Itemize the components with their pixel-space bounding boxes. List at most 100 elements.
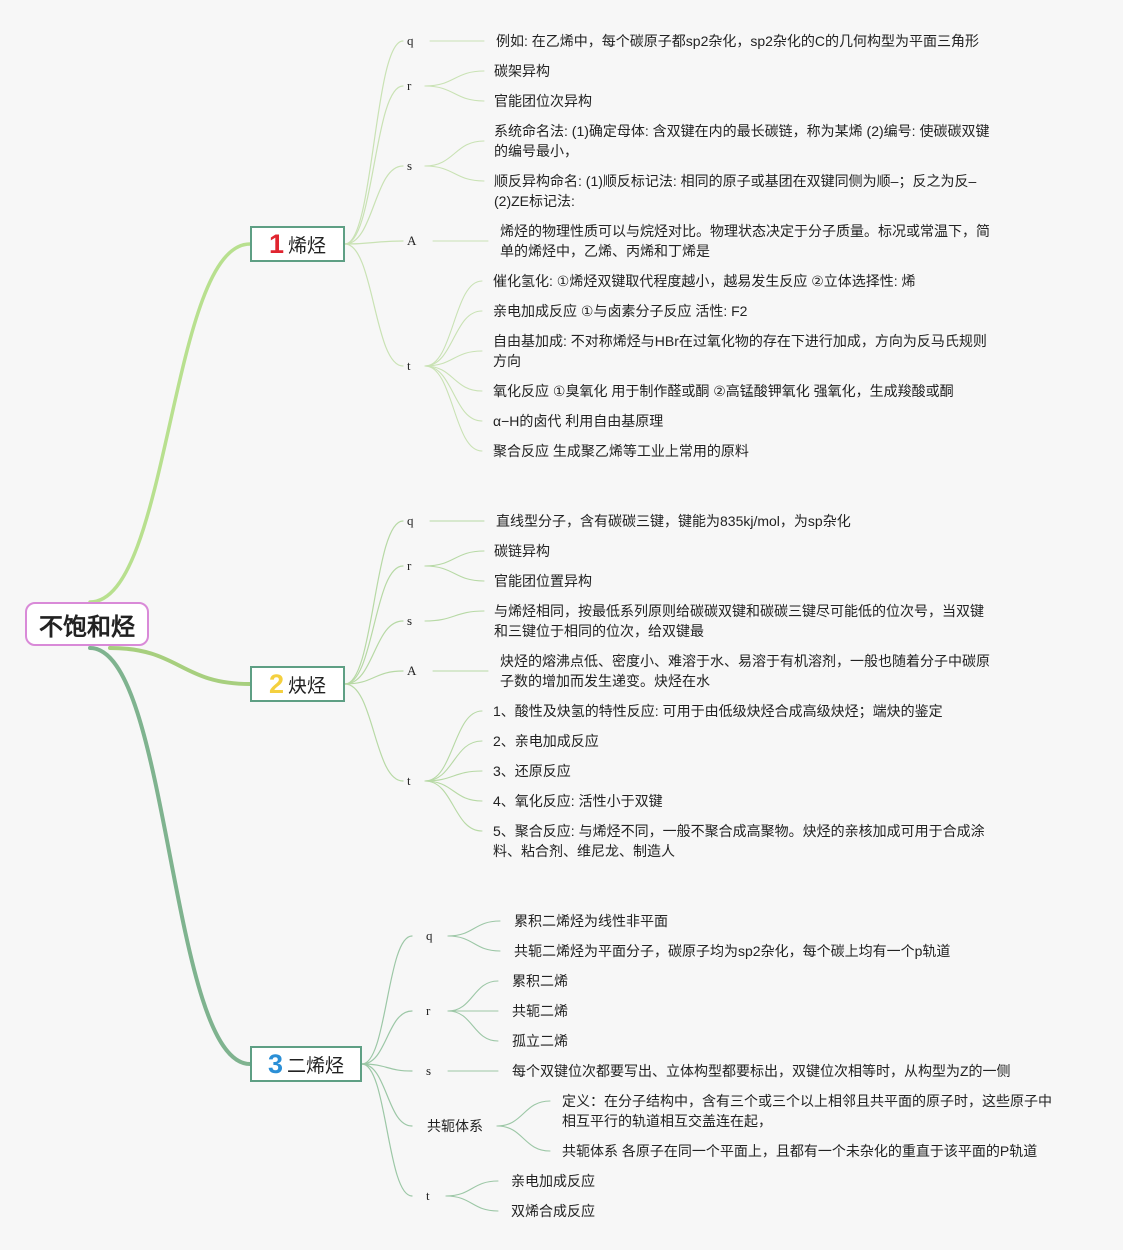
leaf-node[interactable]: 碳链异构 — [494, 543, 550, 559]
branch-diene[interactable]: 3 二烯烃 — [250, 1046, 362, 1082]
leaf-link — [424, 780, 483, 802]
branch-link — [361, 1010, 413, 1065]
root-link — [108, 646, 252, 686]
subtopic-label[interactable]: q — [426, 928, 433, 943]
leaf-node[interactable]: 官能团位次异构 — [494, 93, 592, 109]
subtopic-label[interactable]: 共轭体系 — [427, 1118, 483, 1134]
leaf-node[interactable]: 碳架异构 — [494, 63, 550, 79]
branch-link — [361, 1063, 413, 1197]
subtopic-label[interactable]: t — [407, 358, 411, 373]
leaf-node[interactable]: 亲电加成反应 ①与卤素分子反应 活性: F2 — [493, 303, 748, 319]
leaf-node[interactable]: 共轭二烯 — [512, 1003, 568, 1019]
leaf-link — [447, 935, 501, 952]
leaf-link — [424, 310, 483, 367]
leaf-node[interactable]: 系统命名法: (1)确定母体: 含双键在内的最长碳链，称为某烯 (2)编号: 使… — [494, 123, 990, 159]
leaf-link — [424, 350, 483, 367]
subtopic-label[interactable]: s — [407, 158, 413, 173]
leaf-node[interactable]: 双烯合成反应 — [511, 1203, 595, 1219]
branch-link — [361, 1063, 413, 1072]
branch-link — [344, 243, 404, 367]
leaf-link — [445, 1195, 499, 1212]
branch-alkene[interactable]: 1 烯烃 — [250, 226, 345, 262]
root-topic[interactable]: 不饱和烃 — [25, 602, 149, 646]
leaf-link — [424, 280, 483, 367]
subtopic-label[interactable]: s — [426, 1063, 432, 1078]
leaf-node[interactable]: 2、亲电加成反应 — [493, 733, 599, 749]
leaf-node[interactable]: 定义：在分子结构中，含有三个或三个以上相邻且共平面的原子时，这些原子中相互平行的… — [562, 1093, 1052, 1129]
subtopic-label[interactable]: q — [407, 513, 414, 528]
leaf-link — [424, 740, 483, 782]
branch-link — [344, 620, 404, 685]
leaf-node[interactable]: 官能团位置异构 — [494, 573, 592, 589]
branch-link — [344, 165, 404, 245]
subtopic-label[interactable]: r — [407, 558, 412, 573]
leaf-node[interactable]: 累积二烯烃为线性非平面 — [514, 913, 668, 929]
leaf-link — [424, 85, 485, 102]
leaf-node[interactable]: 共轭体系 各原子在同一个平面上，且都有一个未杂化的重直于该平面的P轨道 — [562, 1143, 1038, 1159]
leaf-link — [447, 1010, 499, 1042]
leaf-link — [424, 70, 485, 87]
branch-title: 二烯烃 — [287, 1055, 345, 1077]
leaf-node[interactable]: α−H的卤代 利用自由基原理 — [493, 413, 664, 429]
branch-title: 炔烃 — [288, 675, 327, 697]
leaf-link — [424, 565, 485, 582]
subtopic-label[interactable]: A — [407, 233, 417, 248]
branch-link — [361, 935, 413, 1065]
leaf-link — [496, 1125, 551, 1152]
subtopic-label[interactable]: t — [426, 1188, 430, 1203]
leaf-link — [447, 920, 501, 937]
leaf-link — [424, 710, 483, 782]
leaf-node[interactable]: 聚合反应 生成聚乙烯等工业上常用的原料 — [493, 443, 749, 459]
branch-number: 1 — [268, 228, 284, 259]
root-link — [88, 646, 252, 1066]
branch-alkyne[interactable]: 2 炔烃 — [250, 666, 345, 702]
leaf-node[interactable]: 5、聚合反应: 与烯烃不同，一般不聚合成高聚物。炔烃的亲核加成可用于合成涂料、粘… — [493, 823, 985, 859]
branch-number: 3 — [267, 1048, 283, 1079]
leaf-node[interactable]: 孤立二烯 — [512, 1033, 568, 1049]
leaf-node[interactable]: 4、氧化反应: 活性小于双键 — [493, 793, 663, 809]
leaf-node[interactable]: 亲电加成反应 — [511, 1173, 595, 1189]
leaf-node[interactable]: 1、酸性及炔氢的特性反应: 可用于由低级炔烃合成高级炔烃；端炔的鉴定 — [493, 703, 943, 719]
leaf-node[interactable]: 自由基加成: 不对称烯烃与HBr在过氧化物的存在下进行加成，方向为反马氏规则方向 — [493, 333, 987, 369]
leaf-node[interactable]: 催化氢化: ①烯烃双键取代程度越小，越易发生反应 ②立体选择性: 烯 — [493, 273, 916, 289]
leaf-node[interactable]: 例如: 在乙烯中，每个碳原子都sp2杂化，sp2杂化的C的几何构型为平面三角形 — [496, 33, 980, 49]
root-link — [88, 242, 252, 604]
leaf-link — [424, 365, 483, 392]
branch-link — [344, 565, 404, 685]
branch-title: 烯烃 — [288, 235, 327, 257]
subtopic-label[interactable]: t — [407, 773, 411, 788]
subtopic-label[interactable]: A — [407, 663, 417, 678]
subtopic-label[interactable]: s — [407, 613, 413, 628]
subtopic-label[interactable]: r — [407, 78, 412, 93]
leaf-node[interactable]: 烯烃的物理性质可以与烷烃对比。物理状态决定于分子质量。标况或常温下，简单的烯烃中… — [500, 223, 990, 259]
branch-link — [361, 1063, 413, 1127]
leaf-link — [496, 1100, 551, 1127]
branch-link — [344, 85, 404, 245]
branch-link — [344, 670, 404, 685]
leaf-node[interactable]: 累积二烯 — [512, 973, 568, 989]
leaf-link — [424, 550, 485, 567]
leaf-node[interactable]: 与烯烃相同，按最低系列原则给碳碳双键和碳碳三键尽可能低的位次号，当双键和三键位于… — [494, 603, 984, 639]
subtopic-label[interactable]: q — [407, 33, 414, 48]
leaf-node[interactable]: 每个双键位次都要写出、立体构型都要标出，双键位次相等时，从构型为Z的一侧 — [512, 1063, 1011, 1079]
leaf-link — [445, 1180, 499, 1197]
leaf-node[interactable]: 氧化反应 ①臭氧化 用于制作醛或酮 ②高锰酸钾氧化 强氧化，生成羧酸或酮 — [493, 383, 954, 399]
leaf-node[interactable]: 3、还原反应 — [493, 763, 571, 779]
leaf-node[interactable]: 共轭二烯烃为平面分子，碳原子均为sp2杂化，每个碳上均有一个p轨道 — [514, 943, 951, 959]
branch-number: 2 — [268, 668, 284, 699]
branch-link — [344, 520, 404, 685]
leaf-link — [424, 365, 483, 452]
leaf-node[interactable]: 直线型分子，含有碳碳三键，键能为835kj/mol，为sp杂化 — [496, 513, 851, 529]
leaf-link — [424, 610, 485, 622]
leaf-node[interactable]: 炔烃的熔沸点低、密度小、难溶于水、易溶于有机溶剂，一般也随着分子中碳原子数的增加… — [500, 653, 990, 689]
branch-link — [344, 683, 404, 782]
leaf-link — [424, 165, 485, 182]
leaf-link — [424, 780, 483, 832]
branch-link — [344, 40, 404, 245]
leaf-link — [424, 365, 483, 422]
branch-link — [344, 240, 404, 245]
leaf-link — [447, 980, 499, 1012]
leaf-node[interactable]: 顺反异构命名: (1)顺反标记法: 相同的原子或基团在双键同侧为顺–；反之为反–… — [494, 173, 977, 209]
subtopic-label[interactable]: r — [426, 1003, 431, 1018]
